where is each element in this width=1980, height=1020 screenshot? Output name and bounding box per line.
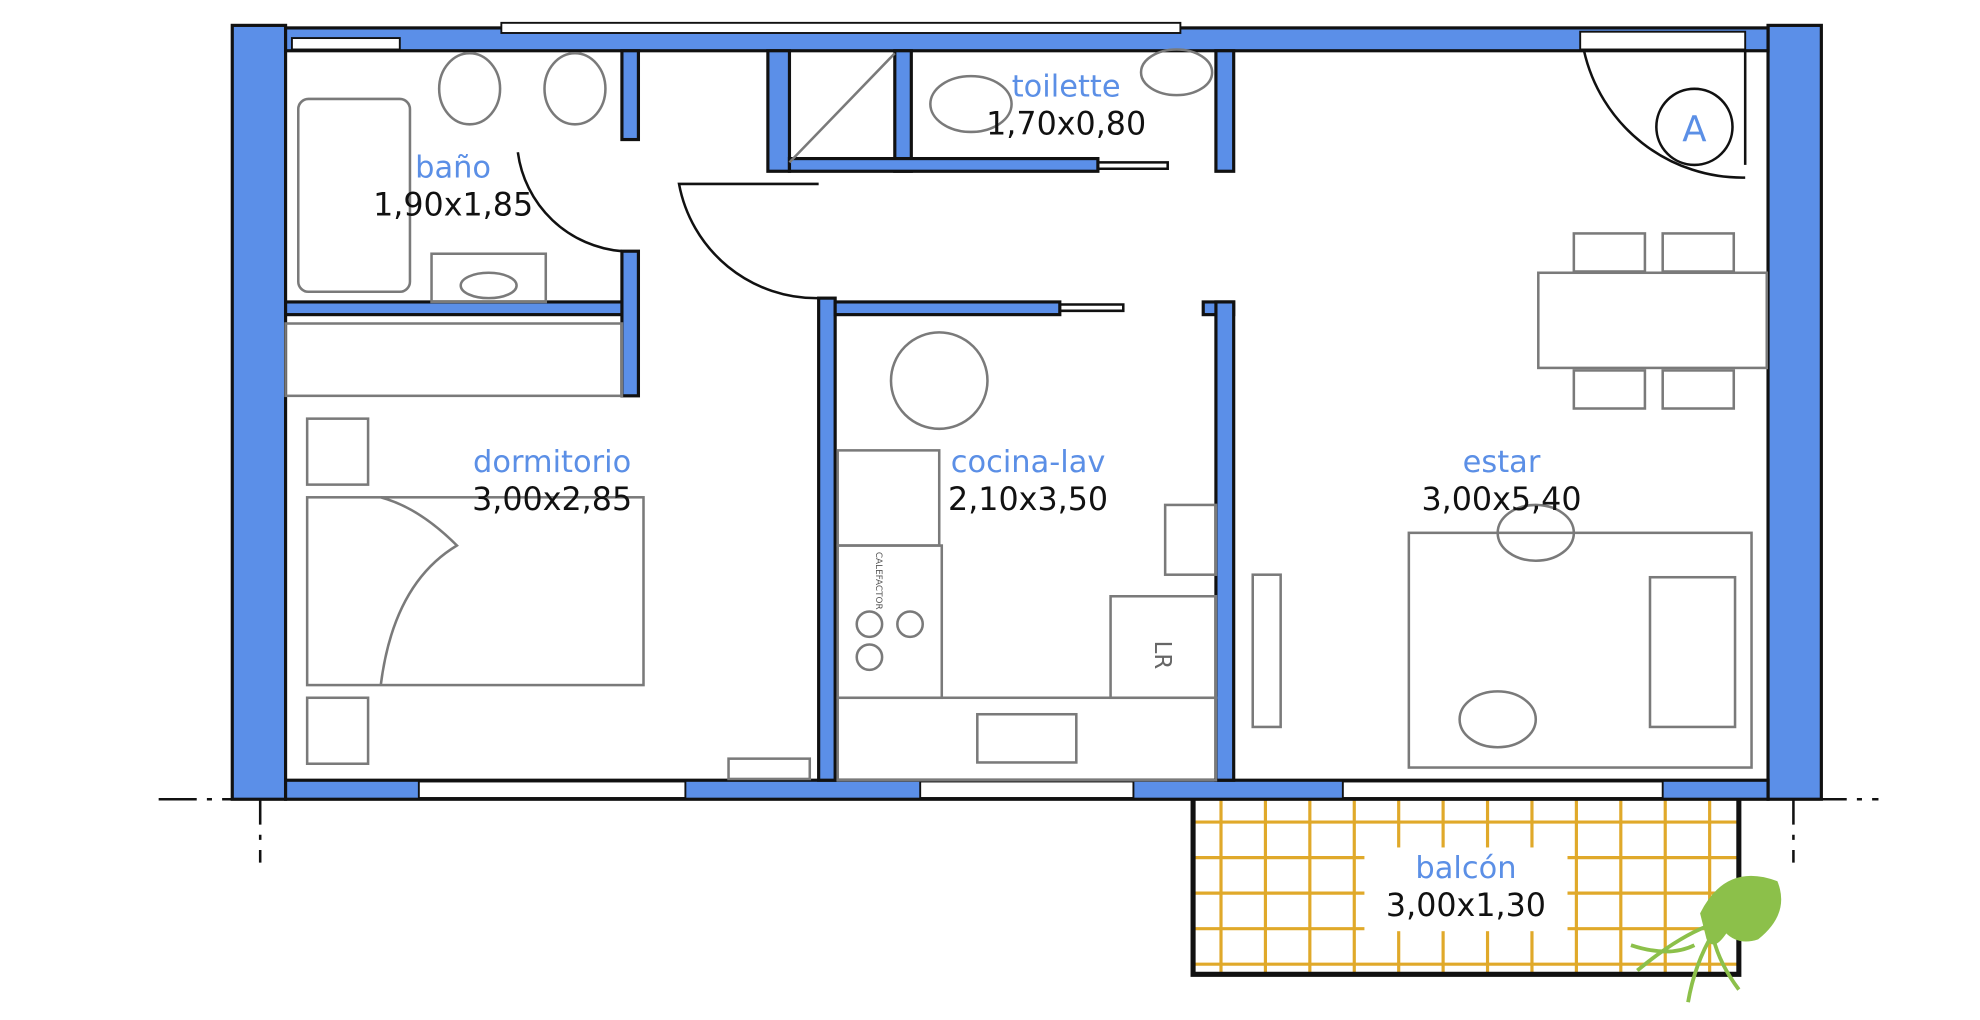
doors [516, 50, 1747, 313]
balcony [1190, 799, 1742, 977]
plant-icon [1630, 875, 1782, 1003]
laundry-label: LR [1149, 641, 1175, 670]
walls [230, 23, 1823, 801]
room-name-estar: estar [1463, 445, 1541, 480]
furniture: CALEFACTOR LR [284, 48, 1769, 782]
room-name-bano: baño [415, 151, 491, 186]
stove-label: CALEFACTOR [873, 552, 883, 610]
windows [290, 21, 1747, 799]
room-size-estar: 3,00x5,40 [1421, 482, 1581, 518]
marker-a: A [1655, 87, 1734, 167]
room-size-toilette: 1,70x0,80 [986, 106, 1146, 142]
room-name-dormitorio: dormitorio [473, 445, 631, 480]
room-size-bano: 1,90x1,85 [373, 188, 533, 224]
room-name-toilette: toilette [1012, 69, 1121, 104]
room-size-cocina: 2,10x3,50 [948, 482, 1108, 518]
room-labels: baño 1,90x1,85 toilette 1,70x0,80 dormit… [373, 69, 1581, 924]
room-size-dormitorio: 3,00x2,85 [472, 482, 632, 518]
room-size-balcon: 3,00x1,30 [1386, 888, 1546, 924]
svg-text:A: A [1682, 109, 1706, 150]
room-name-balcon: balcón [1415, 851, 1516, 886]
room-name-cocina: cocina-lav [951, 445, 1106, 480]
